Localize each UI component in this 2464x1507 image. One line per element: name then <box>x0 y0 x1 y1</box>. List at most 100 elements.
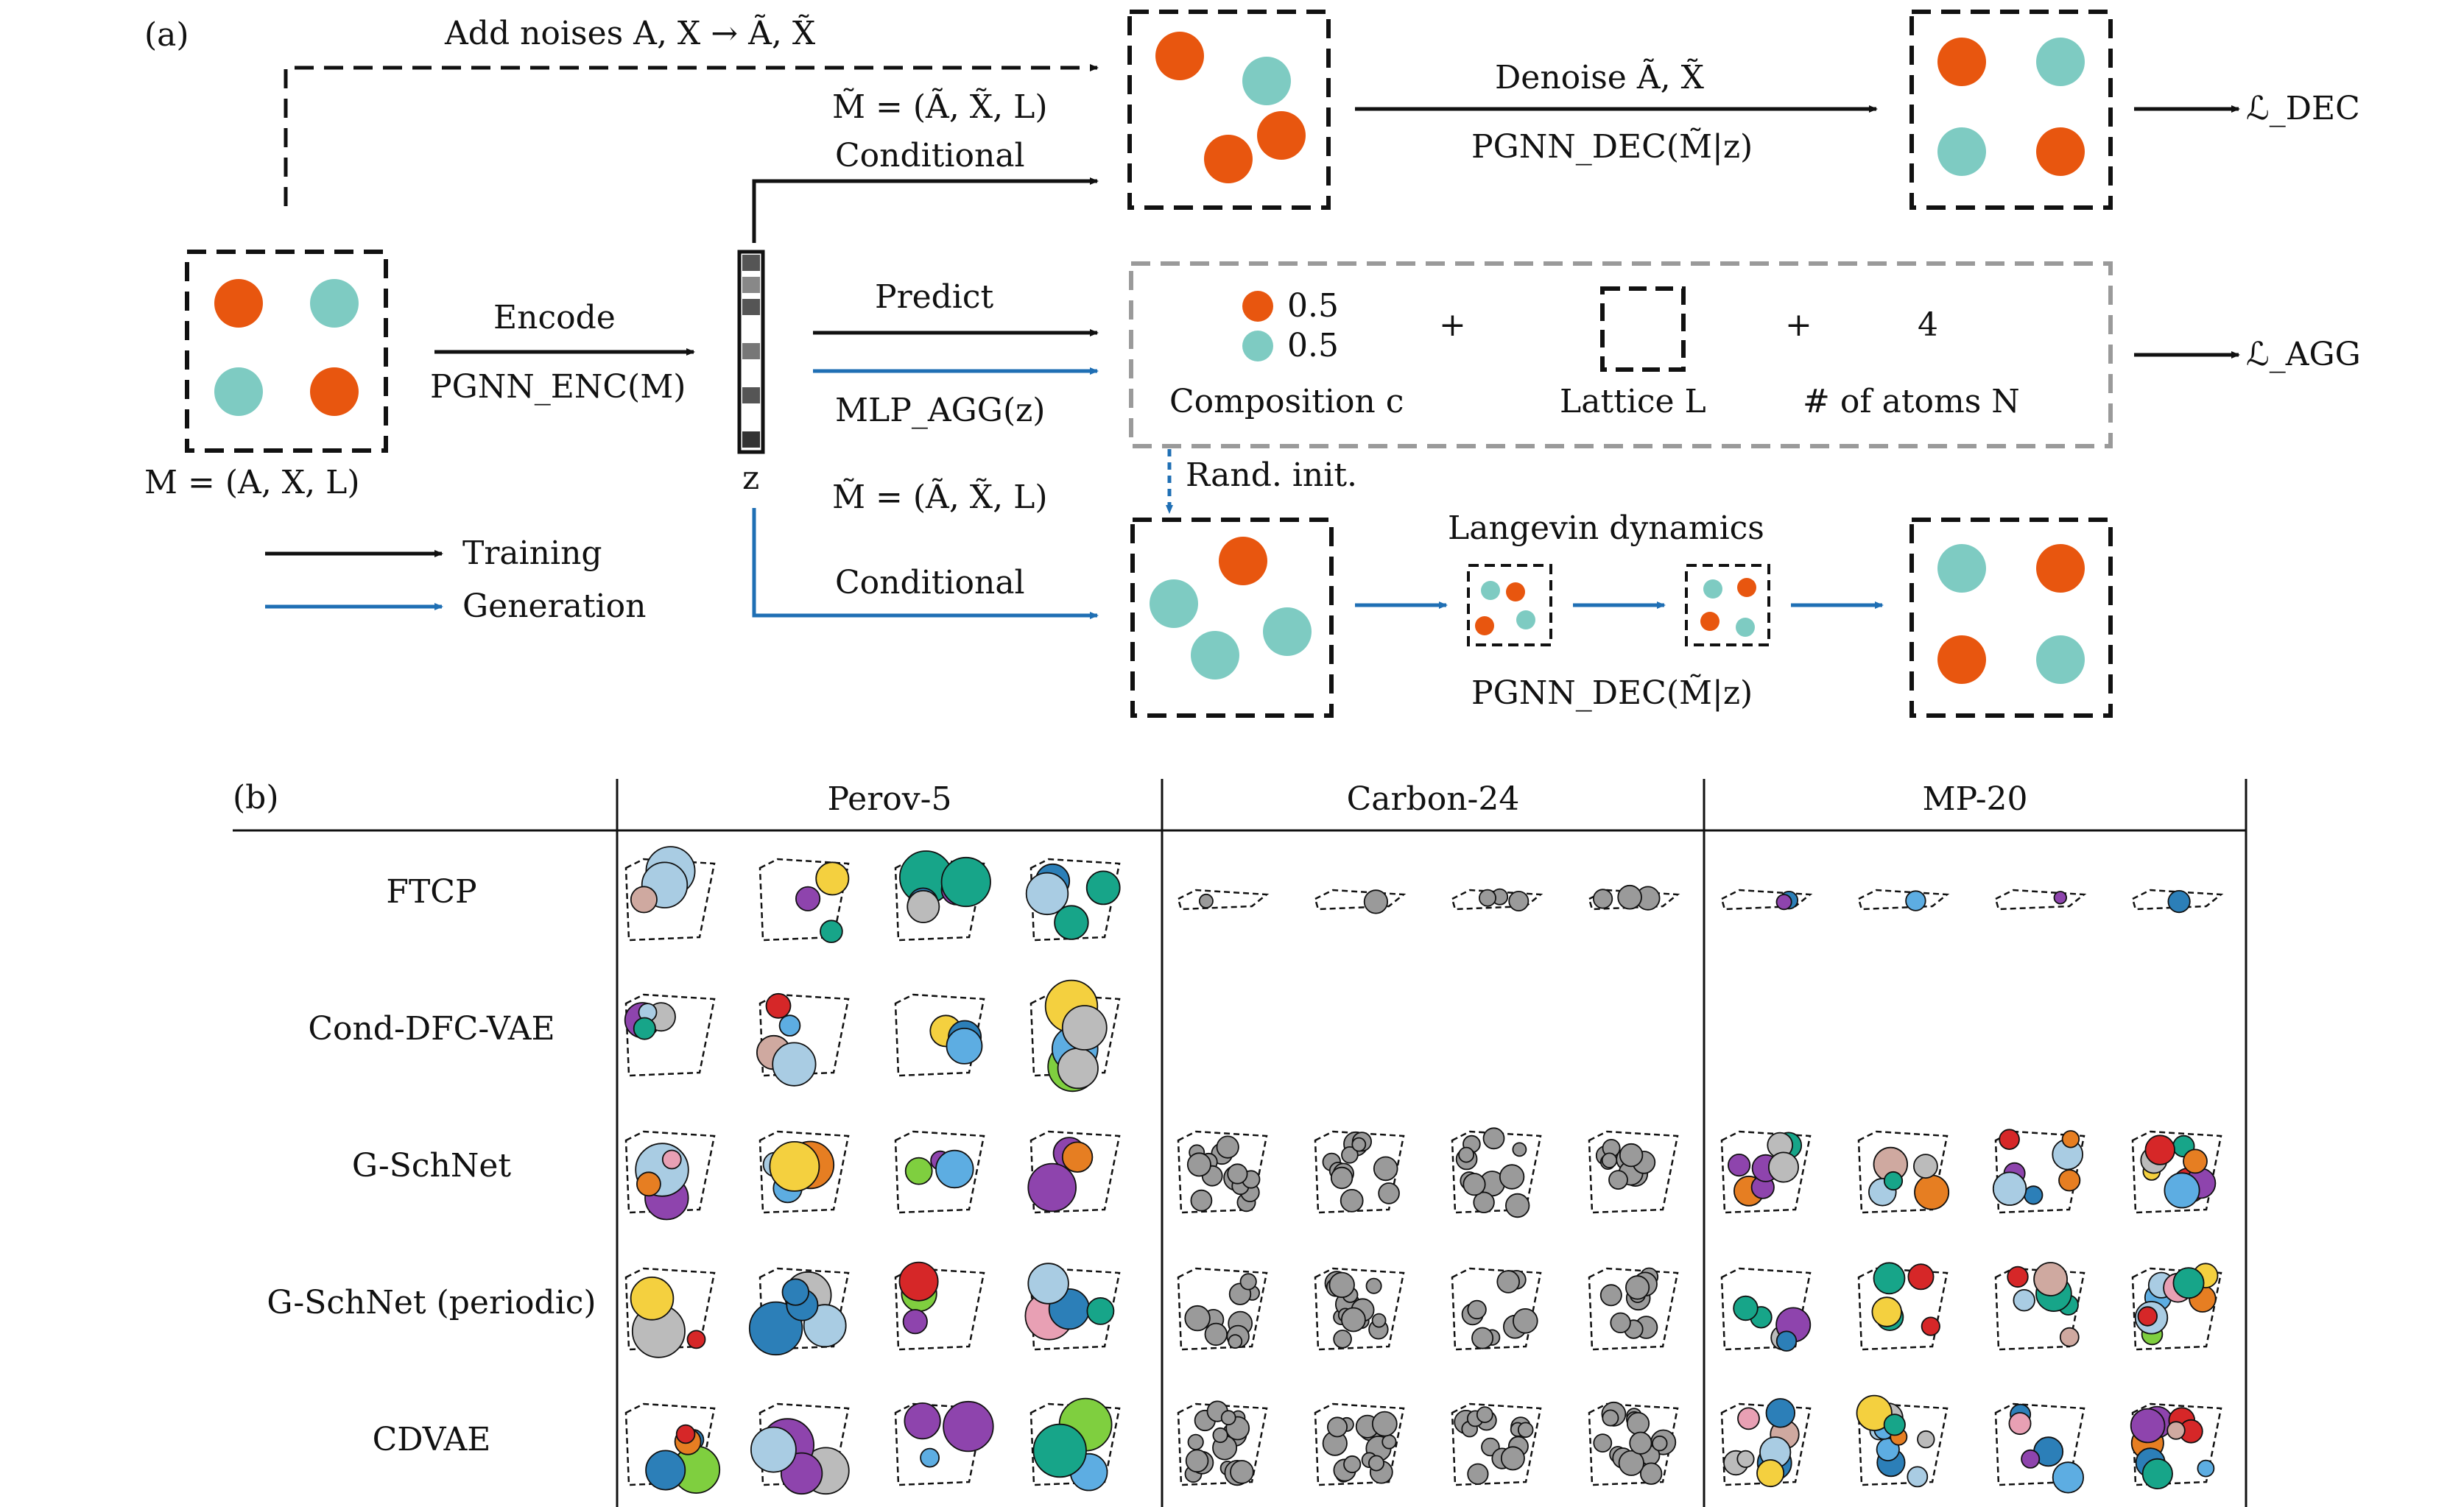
column-header-perov5: Perov-5 <box>828 780 952 818</box>
atom <box>935 1149 974 1189</box>
noisy-material-label-2: M̃ = (Ã, X̃, L) <box>832 477 1048 516</box>
atom <box>2164 1172 2200 1209</box>
atom <box>1736 1450 1755 1468</box>
atom <box>1496 1270 1520 1294</box>
atom <box>1618 1450 1644 1476</box>
atom <box>1473 1191 1495 1214</box>
atom <box>1054 905 1089 940</box>
add-noises-label: Add noises A, X → Ã, X̃ <box>444 13 816 52</box>
atom <box>1883 1414 1906 1436</box>
atom <box>1085 870 1121 906</box>
composition-value-1: 0.5 <box>1287 287 1339 325</box>
atom <box>2167 890 2191 914</box>
unit-cell-outline <box>1177 1267 1268 1351</box>
aggregate-properties-box <box>1129 261 2113 448</box>
unit-cell-outline <box>758 1267 850 1351</box>
unit-cell-outline <box>1720 1402 1812 1486</box>
unit-cell-outline <box>1857 1402 1949 1486</box>
atom <box>1227 1163 1248 1185</box>
atom <box>2061 1130 2080 1148</box>
atom <box>769 1141 820 1192</box>
atom <box>1190 1189 1213 1212</box>
composition-label: Composition c <box>1169 383 1404 420</box>
atom <box>1504 1193 1530 1218</box>
atom <box>1061 1141 1094 1173</box>
atom <box>2172 1267 2205 1299</box>
atom <box>1371 1411 1398 1437</box>
atom <box>2013 1288 2035 1312</box>
atom <box>1917 1430 1935 1449</box>
atom <box>1086 1297 1115 1325</box>
atom <box>904 1402 941 1440</box>
atom <box>1371 1313 1387 1328</box>
atom <box>2053 891 2068 905</box>
atom <box>1767 1151 1799 1183</box>
unit-cell-outline <box>1177 1130 1268 1214</box>
conditional-bottom-label: Conditional <box>835 564 1025 601</box>
atom <box>1027 1162 1077 1213</box>
unit-cell-outline <box>1451 1402 1542 1486</box>
atom <box>2058 1169 2081 1192</box>
unit-cell-outline <box>2131 889 2224 911</box>
atom <box>1351 1137 1367 1152</box>
atom <box>1341 1307 1366 1333</box>
atom <box>633 1017 656 1040</box>
mlp-agg-label: MLP_AGG(z) <box>835 392 1045 429</box>
atom <box>1629 1431 1652 1455</box>
atom <box>686 1330 706 1349</box>
unit-cell-outline <box>2131 1267 2222 1351</box>
atom <box>2033 1262 2069 1296</box>
atom <box>1652 1435 1668 1452</box>
pgnn-dec-top-label: PGNN_DEC(M̃|z) <box>1471 127 1753 166</box>
panel-b-label: (b) <box>233 779 279 816</box>
unit-cell-outline <box>1994 1402 2085 1486</box>
langevin-step-2 <box>1685 564 1770 646</box>
atom <box>1907 1466 1929 1488</box>
atom <box>1617 884 1642 910</box>
atom <box>815 861 850 896</box>
atom <box>2137 1306 2158 1327</box>
atom <box>902 1309 928 1335</box>
atom <box>2024 1185 2044 1205</box>
atom <box>1340 1189 1364 1213</box>
atom <box>1328 1271 1355 1299</box>
atom <box>1458 1146 1474 1163</box>
atom <box>1378 1182 1400 1204</box>
unit-cell-outline <box>1029 993 1121 1077</box>
atom <box>750 1426 797 1473</box>
unit-cell-outline <box>1177 1402 1268 1486</box>
unit-cell-outline <box>894 1267 985 1351</box>
atom <box>1330 1166 1354 1190</box>
atom <box>1512 1142 1527 1157</box>
unit-cell-outline <box>758 1130 850 1214</box>
atom <box>946 1028 983 1065</box>
atom <box>1373 1156 1398 1182</box>
atom <box>630 1277 675 1321</box>
atom <box>1230 1460 1254 1484</box>
unit-cell-outline <box>1314 889 1407 911</box>
atom <box>1873 1262 1906 1295</box>
atom <box>1341 1146 1359 1164</box>
atom <box>1992 1171 2027 1206</box>
denoised-material-box <box>1909 10 2113 210</box>
unit-cell-outline <box>1314 1267 1405 1351</box>
unit-cell-outline <box>1857 1130 1949 1214</box>
unit-cell-outline <box>1720 1130 1812 1214</box>
atom <box>940 856 991 908</box>
atom <box>1513 1308 1538 1334</box>
atom <box>1467 1463 1489 1485</box>
conditional-top-label: Conditional <box>835 137 1025 174</box>
unit-cell-outline <box>1451 889 1543 911</box>
atom <box>1198 893 1214 908</box>
pgnn-dec-bottom-label: PGNN_DEC(M̃|z) <box>1471 673 1753 712</box>
unit-cell-outline <box>758 1402 850 1486</box>
atom <box>1363 889 1389 914</box>
atom <box>1381 1434 1397 1450</box>
unit-cell-outline <box>624 858 716 942</box>
unit-cell-outline <box>1720 889 1813 911</box>
atom <box>1368 1455 1385 1472</box>
unit-cell-outline <box>2131 1402 2222 1486</box>
atom <box>1907 1263 1935 1291</box>
atom <box>1737 1407 1760 1430</box>
atom <box>2141 1458 2173 1490</box>
